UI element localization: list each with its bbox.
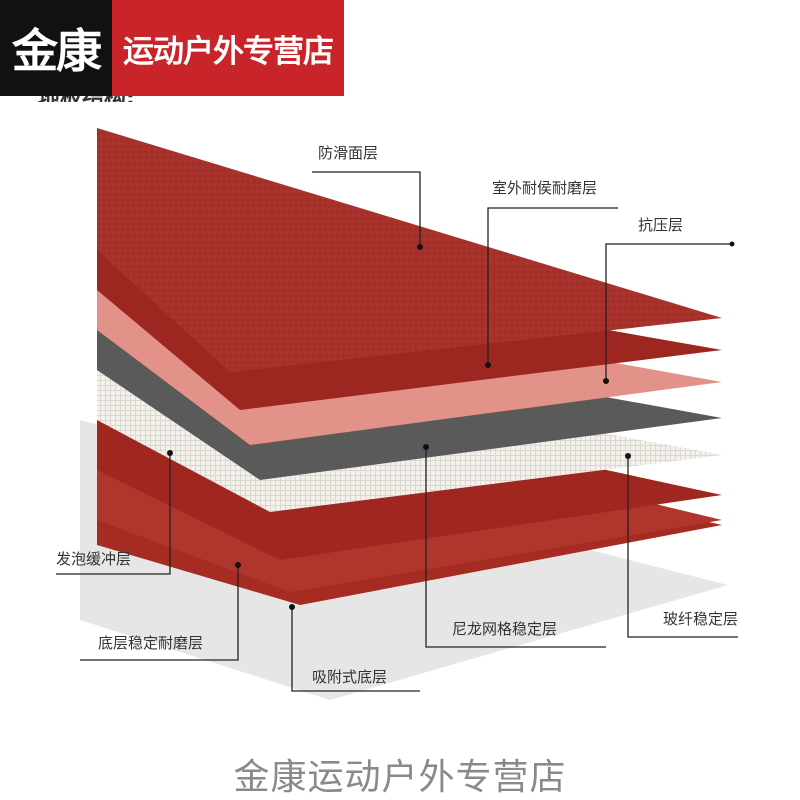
label-adsorption-base: 吸附式底层 <box>312 668 388 686</box>
callout-dots <box>167 241 735 610</box>
store-name: 运动户外专营店 <box>112 0 344 96</box>
callout-lines <box>56 171 738 692</box>
label-outdoor-wear: 室外耐侯耐磨层 <box>492 179 598 197</box>
store-banner: 金康 运动户外专营店 <box>0 0 344 96</box>
footer-store-name: 金康运动户外专营店 <box>233 757 567 798</box>
label-nylon-mesh: 尼龙网格稳定层 <box>452 620 558 638</box>
label-fiberglass: 玻纤稳定层 <box>663 610 739 628</box>
label-pressure: 抗压层 <box>638 216 684 234</box>
layer-anti-slip <box>97 128 722 372</box>
label-foam-cushion: 发泡缓冲层 <box>56 550 132 568</box>
label-bottom-wear: 底层稳定耐磨层 <box>98 634 204 652</box>
brand-logo: 金康 <box>0 0 112 96</box>
label-anti-slip: 防滑面层 <box>318 144 379 162</box>
